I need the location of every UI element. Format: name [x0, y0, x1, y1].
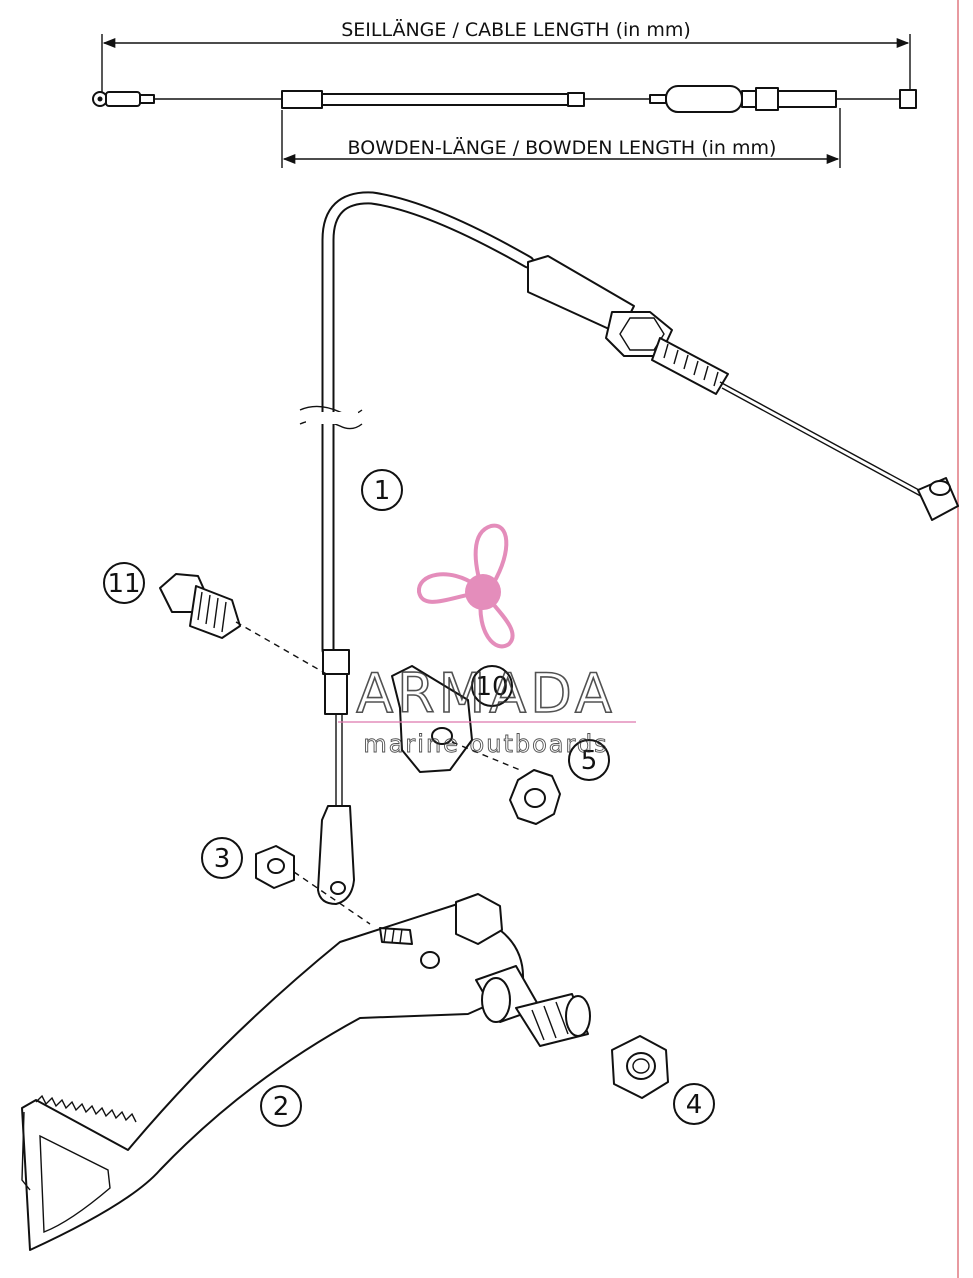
nut-part-3 [255, 845, 371, 925]
callout-1: 1 [361, 469, 403, 511]
callout-10: 10 [471, 665, 513, 707]
watermark: ARMADA marine outboards [338, 523, 636, 758]
callout-3: 3 [201, 837, 243, 879]
brake-cable [299, 191, 959, 905]
flange-nut-part-4 [611, 1035, 669, 1099]
brake-pedal-part-2 [21, 893, 591, 1251]
bolt-part-11 [159, 573, 331, 677]
watermark-subtitle: marine outboards [363, 730, 608, 758]
callout-label: 4 [686, 1090, 703, 1120]
washer-part-5 [509, 769, 561, 825]
propeller-icon [417, 523, 515, 649]
callout-label: 10 [475, 672, 508, 702]
callout-label: 5 [581, 746, 598, 776]
bracket-part-10 [391, 665, 521, 773]
bowden-length-label: BOWDEN-LÄNGE / BOWDEN LENGTH (in mm) [348, 136, 777, 159]
cable-length-label: SEILLÄNGE / CABLE LENGTH (in mm) [341, 18, 691, 41]
callout-label: 3 [214, 844, 231, 874]
callout-11: 11 [103, 562, 145, 604]
callout-label: 11 [107, 569, 140, 599]
callout-label: 1 [374, 476, 391, 506]
callout-5: 5 [568, 739, 610, 781]
cable-dimension-drawing: SEILLÄNGE / CABLE LENGTH (in mm) BOWDEN-… [92, 18, 917, 168]
watermark-title: ARMADA [356, 662, 616, 725]
callout-4: 4 [673, 1083, 715, 1125]
callout-label: 2 [273, 1092, 290, 1122]
callout-2: 2 [260, 1085, 302, 1127]
